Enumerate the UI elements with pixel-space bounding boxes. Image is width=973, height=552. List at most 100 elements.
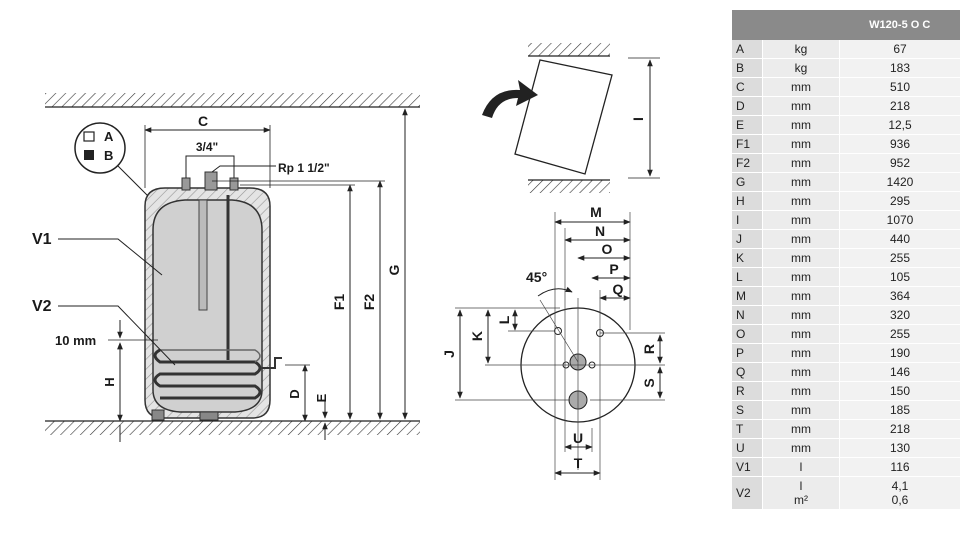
value-cell: 255 xyxy=(839,248,960,268)
label-45deg: 45° xyxy=(526,269,547,285)
value-cell: 12,5 xyxy=(839,115,960,135)
label-P: P xyxy=(609,261,618,277)
label-K: K xyxy=(469,331,485,341)
label-F1: F1 xyxy=(331,294,347,311)
param-cell: P xyxy=(732,343,763,363)
unit-cell: mm xyxy=(762,381,840,401)
unit-cell: mm xyxy=(762,96,840,116)
unit-cell: mm xyxy=(762,115,840,135)
tank-side-view: C 3/4" Rp 1 1/2" A B V1 V2 10 mm H D E xyxy=(32,93,420,442)
unit-cell: mm xyxy=(762,438,840,458)
label-N: N xyxy=(595,223,605,239)
label-R: R xyxy=(641,344,657,354)
param-cell: R xyxy=(732,381,763,401)
label-10mm: 10 mm xyxy=(55,333,96,348)
value-cell: 67 xyxy=(839,40,960,59)
value-cell: 1420 xyxy=(839,172,960,192)
weight-badge xyxy=(74,122,126,174)
value-cell: 183 xyxy=(839,58,960,78)
label-M: M xyxy=(590,204,602,220)
header-cell xyxy=(762,10,840,40)
unit-cell: mm xyxy=(762,286,840,306)
label-G: G xyxy=(386,264,402,275)
value-cell: 440 xyxy=(839,229,960,249)
unit-cell: mm xyxy=(762,248,840,268)
ceiling-hatch xyxy=(45,93,420,107)
label-C: C xyxy=(198,113,208,129)
param-cell: E xyxy=(732,115,763,135)
param-cell: L xyxy=(732,267,763,287)
unit-cell: mm xyxy=(762,134,840,154)
label-A: A xyxy=(104,129,114,144)
value-cell: 320 xyxy=(839,305,960,325)
param-cell: I xyxy=(732,210,763,230)
full-weight-icon xyxy=(84,150,94,160)
label-V2: V2 xyxy=(32,298,52,315)
unit-cell: mm xyxy=(762,267,840,287)
param-cell: C xyxy=(732,77,763,97)
value-cell: 190 xyxy=(839,343,960,363)
label-F2: F2 xyxy=(361,294,377,311)
value-cell: 218 xyxy=(839,96,960,116)
floor-hatch xyxy=(45,421,420,435)
unit-cell: kg xyxy=(762,40,840,59)
param-cell: V2 xyxy=(732,476,763,510)
label-rp-thread: Rp 1 1/2" xyxy=(278,161,330,175)
value-cell: 116 xyxy=(839,457,960,477)
label-Q: Q xyxy=(613,281,624,297)
unit-cell: kg xyxy=(762,58,840,78)
tank-top-view: M N O P Q 45° J K L R S U T xyxy=(441,204,665,480)
unit-cell: mm xyxy=(762,419,840,439)
table-header: W120-5 O C xyxy=(732,10,960,40)
param-cell: F1 xyxy=(732,134,763,154)
param-cell: D xyxy=(732,96,763,116)
unit-cell: l xyxy=(762,457,840,477)
value-cell: 510 xyxy=(839,77,960,97)
label-H: H xyxy=(102,377,117,386)
param-cell: J xyxy=(732,229,763,249)
technical-drawing: C 3/4" Rp 1 1/2" A B V1 V2 10 mm H D E xyxy=(32,43,665,480)
heat-exchanger-coil xyxy=(153,348,262,400)
unit-cell: mm xyxy=(762,229,840,249)
value-cell: 146 xyxy=(839,362,960,382)
value-coil-area: 0,6 xyxy=(891,493,909,507)
label-J: J xyxy=(441,350,457,358)
unit-cell: mm xyxy=(762,77,840,97)
param-cell: S xyxy=(732,400,763,420)
rotate-arrow xyxy=(482,80,538,118)
unit-cell: mm xyxy=(762,210,840,230)
unit-l: l xyxy=(799,479,803,493)
unit-m2: m² xyxy=(794,493,808,507)
param-cell: O xyxy=(732,324,763,344)
param-cell: H xyxy=(732,191,763,211)
label-I: I xyxy=(630,117,646,121)
value-cell: 936 xyxy=(839,134,960,154)
label-O: O xyxy=(602,241,613,257)
label-B: B xyxy=(104,148,113,163)
param-cell: F2 xyxy=(732,153,763,173)
label-D: D xyxy=(287,389,302,398)
unit-cell: mm xyxy=(762,172,840,192)
empty-weight-icon xyxy=(83,131,95,142)
